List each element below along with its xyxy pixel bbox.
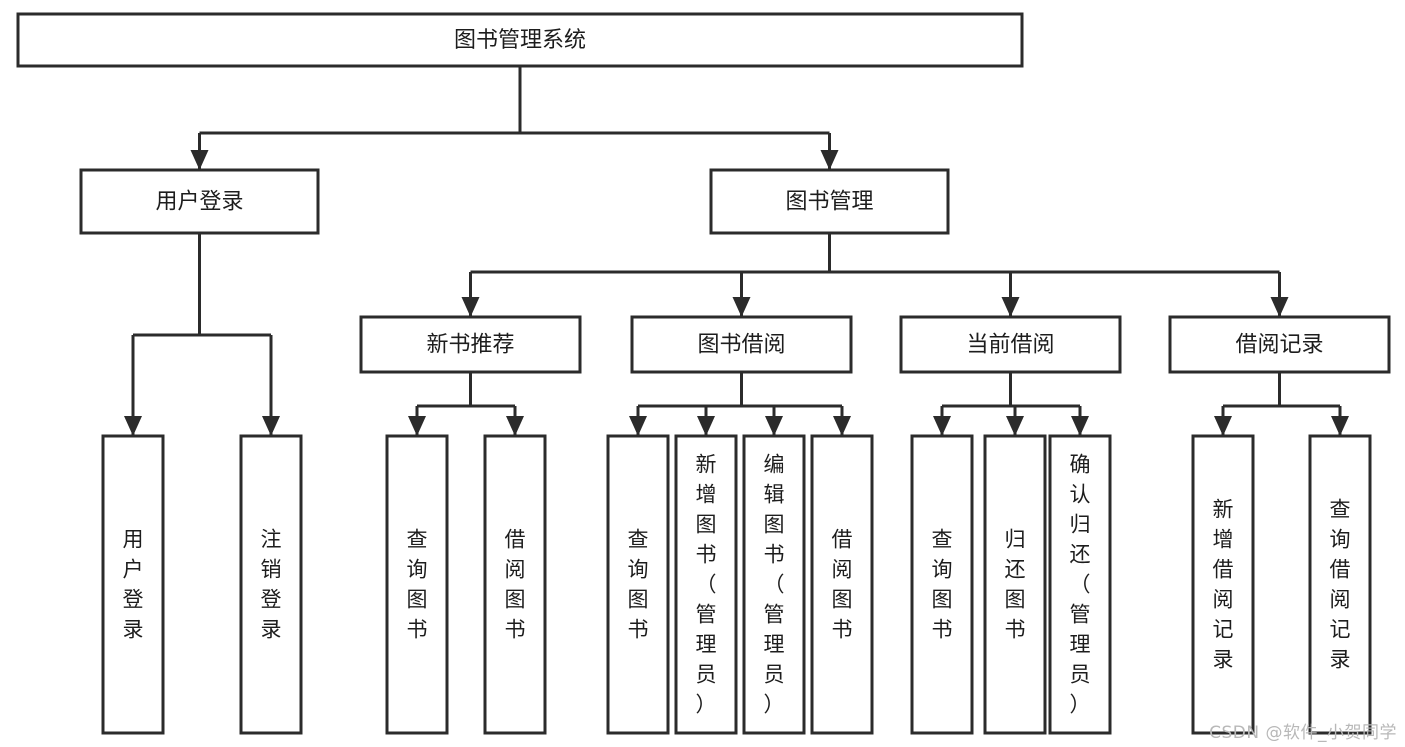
- arrowhead-icon: [697, 416, 715, 436]
- node-label: 新书推荐: [426, 333, 514, 358]
- node-box: [79, 168, 320, 235]
- node-label: 借阅图书: [505, 528, 526, 642]
- node-label: 归还图书: [1005, 528, 1026, 642]
- arrowhead-icon: [732, 297, 751, 317]
- node-box: [239, 434, 303, 735]
- node-label: 用户登录: [155, 190, 243, 215]
- node-leaf-borrow-book[interactable]: 借阅图书: [810, 434, 874, 735]
- node-box: [606, 434, 670, 735]
- node-book-manage[interactable]: 图书管理: [709, 168, 950, 235]
- node-leaf-edit-book-admin[interactable]: 编辑图书（管理员）: [742, 434, 806, 735]
- node-box: [483, 434, 547, 735]
- node-borrow-record[interactable]: 借阅记录: [1168, 315, 1391, 374]
- connector-layer: [124, 66, 1349, 436]
- arrowhead-icon: [1331, 416, 1349, 436]
- node-root[interactable]: 图书管理系统: [16, 12, 1024, 68]
- node-label: 编辑图书（管理员）: [764, 453, 785, 717]
- arrowhead-icon: [1001, 297, 1020, 317]
- arrowhead-icon: [190, 150, 209, 170]
- node-box: [709, 168, 950, 235]
- node-leaf-add-borrow-record[interactable]: 新增借阅记录: [1191, 434, 1255, 735]
- node-user-login[interactable]: 用户登录: [79, 168, 320, 235]
- node-box: [359, 315, 582, 374]
- arrowhead-icon: [461, 297, 480, 317]
- node-leaf-query-book-borrow[interactable]: 查询图书: [606, 434, 670, 735]
- node-label: 查询图书: [407, 528, 428, 642]
- node-box: [1191, 434, 1255, 735]
- arrowhead-icon: [820, 150, 839, 170]
- node-label: 确认归还（管理员）: [1070, 453, 1091, 717]
- node-leaf-query-book-recommend[interactable]: 查询图书: [385, 434, 449, 735]
- arrowhead-icon: [1006, 416, 1024, 436]
- node-box: [910, 434, 974, 735]
- node-leaf-borrow-book-recommend[interactable]: 借阅图书: [483, 434, 547, 735]
- node-label: 查询借阅记录: [1330, 498, 1351, 672]
- arrowhead-icon: [1071, 416, 1089, 436]
- node-label: 图书借阅: [697, 333, 785, 358]
- arrowhead-icon: [629, 416, 647, 436]
- node-leaf-logout-login[interactable]: 注销登录: [239, 434, 303, 735]
- node-box: [1048, 434, 1112, 735]
- node-leaf-query-book-current[interactable]: 查询图书: [910, 434, 974, 735]
- node-new-book-recommend[interactable]: 新书推荐: [359, 315, 582, 374]
- watermark-text: CSDN @软件_小贺同学: [1209, 723, 1397, 743]
- arrowhead-icon: [1214, 416, 1232, 436]
- node-box: [899, 315, 1122, 374]
- node-book-borrow[interactable]: 图书借阅: [630, 315, 853, 374]
- node-leaf-query-borrow-record[interactable]: 查询借阅记录: [1308, 434, 1372, 735]
- node-current-borrow[interactable]: 当前借阅: [899, 315, 1122, 374]
- node-leaf-user-login[interactable]: 用户登录: [101, 434, 165, 735]
- node-box: [1168, 315, 1391, 374]
- node-box: [1308, 434, 1372, 735]
- node-label: 图书管理系统: [454, 28, 586, 53]
- node-box: [16, 12, 1024, 68]
- node-leaf-confirm-return-admin[interactable]: 确认归还（管理员）: [1048, 434, 1112, 735]
- arrowhead-icon: [124, 416, 142, 436]
- node-label: 借阅记录: [1235, 333, 1323, 358]
- arrowhead-icon: [506, 416, 524, 436]
- node-box: [983, 434, 1047, 735]
- node-leaf-add-book-admin[interactable]: 新增图书（管理员）: [674, 434, 738, 735]
- node-leaf-return-book[interactable]: 归还图书: [983, 434, 1047, 735]
- node-label: 注销登录: [261, 528, 282, 642]
- arrowhead-icon: [933, 416, 951, 436]
- node-layer: 图书管理系统用户登录图书管理新书推荐图书借阅当前借阅借阅记录用户登录注销登录查询…: [16, 12, 1391, 735]
- arrowhead-icon: [1270, 297, 1289, 317]
- node-box: [630, 315, 853, 374]
- node-label: 新增借阅记录: [1213, 498, 1234, 672]
- node-box: [742, 434, 806, 735]
- arrowhead-icon: [262, 416, 280, 436]
- node-label: 图书管理: [785, 190, 873, 215]
- arrowhead-icon: [408, 416, 426, 436]
- node-label: 用户登录: [123, 528, 144, 642]
- node-label: 新增图书（管理员）: [696, 453, 717, 717]
- node-box: [385, 434, 449, 735]
- node-label: 查询图书: [628, 528, 649, 642]
- arrowhead-icon: [833, 416, 851, 436]
- node-box: [101, 434, 165, 735]
- node-label: 当前借阅: [966, 333, 1054, 358]
- node-label: 查询图书: [932, 528, 953, 642]
- node-label: 借阅图书: [832, 528, 853, 642]
- node-box: [674, 434, 738, 735]
- node-box: [810, 434, 874, 735]
- arrowhead-icon: [765, 416, 783, 436]
